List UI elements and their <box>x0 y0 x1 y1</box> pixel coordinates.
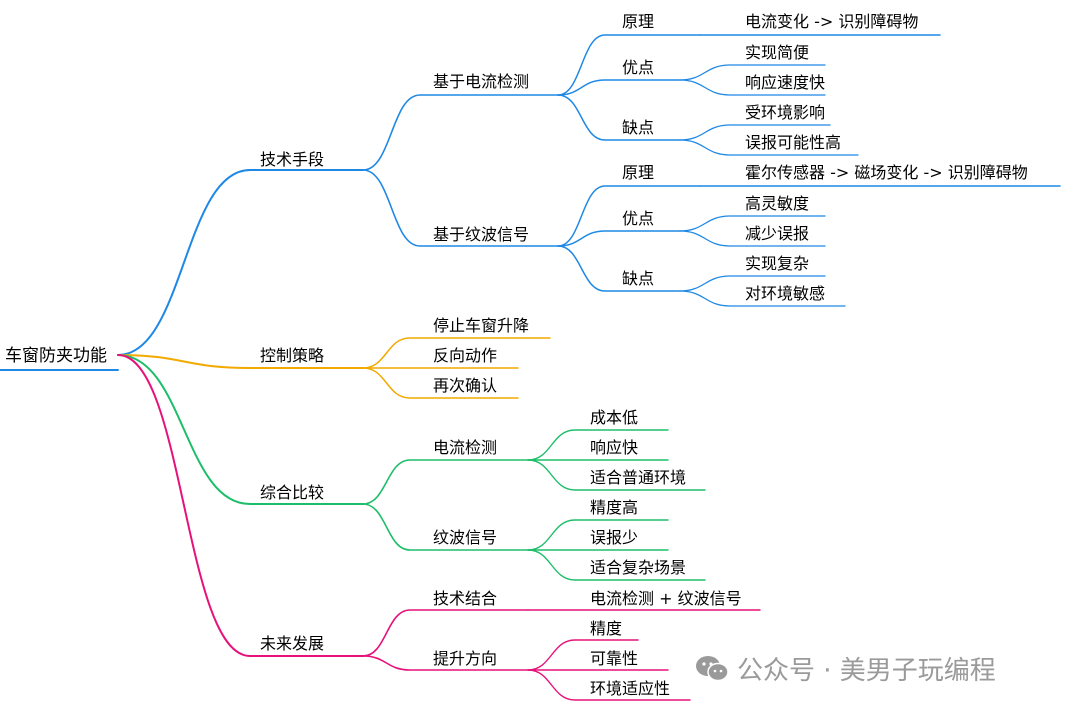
branch-future: 未来发展 <box>260 634 325 653</box>
edge-root-tech <box>117 169 364 356</box>
edge-root-control <box>117 354 364 369</box>
leaf-ripple-pros-2: 减少误报 <box>745 224 810 243</box>
leaf-ripple-cons-2: 对环境敏感 <box>745 284 826 303</box>
leaf-ripple-pros-1: 高灵敏度 <box>745 194 810 213</box>
edge-compare-ripple-3 <box>527 549 706 581</box>
leaf-control-1: 停止车窗升降 <box>433 316 530 335</box>
node-improve-direction: 提升方向 <box>433 649 498 668</box>
edge-compare-ripple-1 <box>527 519 669 551</box>
leaf-improve-2: 可靠性 <box>590 649 639 668</box>
leaf-compare-current-3: 适合普通环境 <box>590 468 687 487</box>
edge-improve-1 <box>527 639 639 671</box>
node-current-cons: 缺点 <box>622 118 655 137</box>
leaf-compare-ripple-3: 适合复杂场景 <box>590 558 687 577</box>
watermark-text: 公众号 · 美男子玩编程 <box>737 656 996 686</box>
leaf-ripple-cons-1: 实现复杂 <box>745 254 810 273</box>
node-ripple-pros: 优点 <box>622 209 655 228</box>
edge-current-pros-1 <box>679 64 826 81</box>
branch-tech-means: 技术手段 <box>260 150 325 169</box>
edge-ripple-pros <box>557 230 681 247</box>
node-current-principle: 原理 <box>622 12 655 31</box>
leaf-ripple-principle-desc: 霍尔传感器 -> 磁场变化 -> 识别障碍物 <box>745 163 1028 182</box>
branch-comparison: 综合比较 <box>260 483 325 502</box>
leaf-control-3: 再次确认 <box>433 376 498 395</box>
leaf-control-2: 反向动作 <box>433 346 498 365</box>
edge-ripple-cons-2 <box>679 290 846 307</box>
leaf-compare-current-2: 响应快 <box>590 438 639 457</box>
branch-control-strategy: 控制策略 <box>260 346 325 365</box>
leaf-compare-ripple-2: 误报少 <box>590 528 639 547</box>
edge-compare-current-3 <box>527 459 706 491</box>
watermark: 公众号 · 美男子玩编程 <box>695 650 996 687</box>
edge-compare-ripple <box>362 503 529 551</box>
node-compare-current: 电流检测 <box>433 438 498 457</box>
edge-control-3 <box>362 367 519 399</box>
edge-ripple-cons <box>557 245 681 292</box>
node-current-pros: 优点 <box>622 58 655 77</box>
edge-current-pros <box>557 79 681 96</box>
edge-future-combine <box>362 609 529 657</box>
edge-compare-current-1 <box>527 429 669 461</box>
edge-current-cons-1 <box>679 124 831 141</box>
edge-future-improve <box>362 655 529 671</box>
leaf-current-principle-desc: 电流变化 -> 识别障碍物 <box>745 12 919 31</box>
edge-current-principle <box>557 34 701 96</box>
edge-root-future <box>117 354 364 657</box>
edge-improve-3 <box>527 669 691 701</box>
leaf-tech-combine-desc: 电流检测 + 纹波信号 <box>590 589 742 608</box>
edge-compare-current <box>362 459 529 505</box>
leaf-current-pros-1: 实现简便 <box>745 43 810 62</box>
edge-current-pros-2 <box>679 79 826 96</box>
leaf-current-pros-2: 响应速度快 <box>745 73 826 92</box>
edge-ripple-pros-2 <box>679 230 826 247</box>
edge-current-cons <box>557 94 681 141</box>
node-ripple-signal: 基于纹波信号 <box>433 225 530 244</box>
node-current-detection: 基于电流检测 <box>433 72 530 91</box>
wechat-icon <box>696 655 729 681</box>
edge-root-compare <box>117 354 364 505</box>
edge-ripple-pros-1 <box>679 215 826 232</box>
leaf-compare-ripple-1: 精度高 <box>590 498 639 517</box>
leaf-current-cons-2: 误报可能性高 <box>745 133 842 152</box>
leaf-current-cons-1: 受环境影响 <box>745 103 826 122</box>
edge-ripple-cons-1 <box>679 275 826 292</box>
node-ripple-cons: 缺点 <box>622 269 655 288</box>
root-node: 车窗防夹功能 <box>5 346 107 366</box>
node-ripple-principle: 原理 <box>622 163 655 182</box>
node-tech-combine: 技术结合 <box>433 589 498 608</box>
edge-tech-current <box>362 94 559 171</box>
leaf-improve-1: 精度 <box>590 619 623 638</box>
edge-ripple-principle <box>557 185 701 247</box>
edge-tech-ripple <box>362 169 559 247</box>
leaf-compare-current-1: 成本低 <box>590 408 639 427</box>
leaf-improve-3: 环境适应性 <box>590 679 671 698</box>
edge-control-1 <box>362 337 551 369</box>
node-compare-ripple: 纹波信号 <box>433 528 498 547</box>
edge-current-cons-2 <box>679 139 859 156</box>
